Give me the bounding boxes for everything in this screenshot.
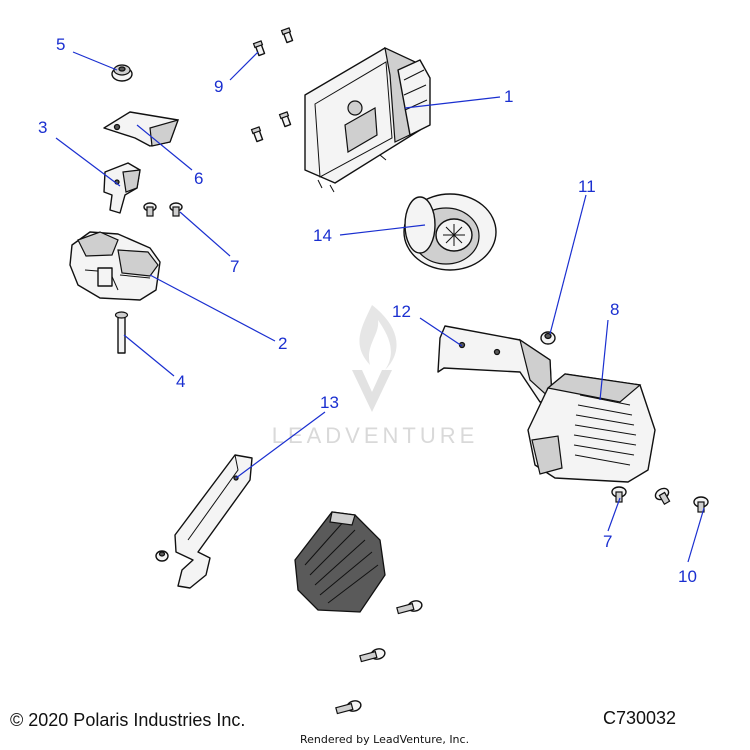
part-bracket-12: [437, 325, 553, 403]
callout-12: 12: [392, 302, 411, 321]
callout-2: 2: [278, 334, 287, 353]
rendered-by-text: Rendered by LeadVenture, Inc.: [300, 733, 470, 746]
callout-8: 8: [610, 300, 619, 319]
copyright-text: © 2020 Polaris Industries Inc.: [10, 710, 246, 730]
part-regulator-lower: [294, 511, 386, 613]
part-screw-10: [693, 496, 709, 513]
part-nut-11: [540, 331, 556, 345]
part-screws-7-upper: [143, 202, 183, 217]
part-clip-3: [103, 162, 141, 214]
part-coil-2: [69, 231, 161, 301]
callout-14: 14: [313, 226, 332, 245]
callout-7-lower: 7: [603, 532, 612, 551]
part-regulator-8: [527, 373, 656, 483]
part-bracket-13: [174, 454, 253, 589]
callout-4: 4: [176, 372, 185, 391]
callout-7-upper: 7: [230, 257, 239, 276]
part-nut-5: [111, 64, 133, 82]
leader-lines: [55, 51, 705, 563]
callout-3: 3: [38, 118, 47, 137]
callout-1: 1: [504, 87, 513, 106]
part-nut-small: [155, 550, 169, 562]
callout-10: 10: [678, 567, 697, 586]
part-bolt-4: [114, 311, 129, 354]
part-screws-7-lower: [611, 486, 671, 505]
part-screws-lower: [335, 600, 423, 715]
callout-9: 9: [214, 77, 223, 96]
part-grommet-14: [403, 193, 497, 271]
callout-11: 11: [578, 177, 596, 196]
callout-5: 5: [56, 35, 65, 54]
callout-labels: 1 2 3 4 5 6 7 7 8 9 10 11 12 13 14: [38, 35, 697, 586]
callout-6: 6: [194, 169, 203, 188]
diagram-code: C730032: [603, 708, 677, 728]
watermark-text: LEADVENTURE: [272, 423, 479, 448]
part-screws-9: [250, 27, 294, 143]
part-ecu-1: [304, 46, 431, 193]
callout-13: 13: [320, 393, 339, 412]
